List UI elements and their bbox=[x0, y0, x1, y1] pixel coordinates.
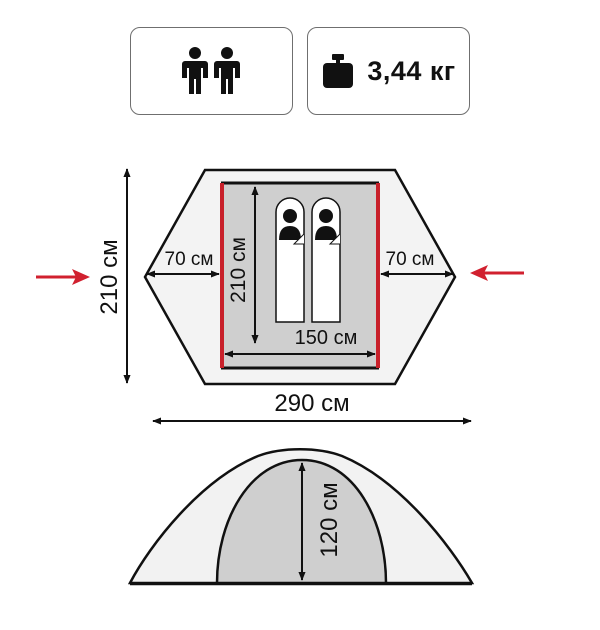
weight-icon bbox=[323, 54, 354, 88]
entrance-arrow-left bbox=[36, 269, 90, 285]
inner-depth-label: 210 см bbox=[227, 237, 250, 303]
sleeping-bag-left bbox=[275, 197, 305, 323]
sleeping-bag-right bbox=[311, 197, 341, 323]
entrance-arrow-right bbox=[470, 265, 524, 281]
outer-depth-label: 210 см bbox=[96, 239, 123, 314]
capacity-badge bbox=[130, 27, 293, 115]
floor-plan: 210 см 210 см 70 см 70 см 150 см 290 см bbox=[36, 168, 524, 425]
inner-width-label: 150 см bbox=[295, 327, 358, 349]
side-view: 120 см bbox=[127, 448, 475, 586]
vestibule-left-label: 70 см bbox=[165, 249, 214, 270]
vestibule-right-label: 70 см bbox=[386, 249, 435, 270]
weight-label: 3,44 кг bbox=[367, 55, 456, 86]
two-persons-icon bbox=[181, 47, 240, 94]
weight-badge: 3,44 кг bbox=[307, 27, 470, 115]
height-label: 120 см bbox=[316, 482, 343, 557]
outer-width-label: 290 см bbox=[274, 390, 349, 417]
